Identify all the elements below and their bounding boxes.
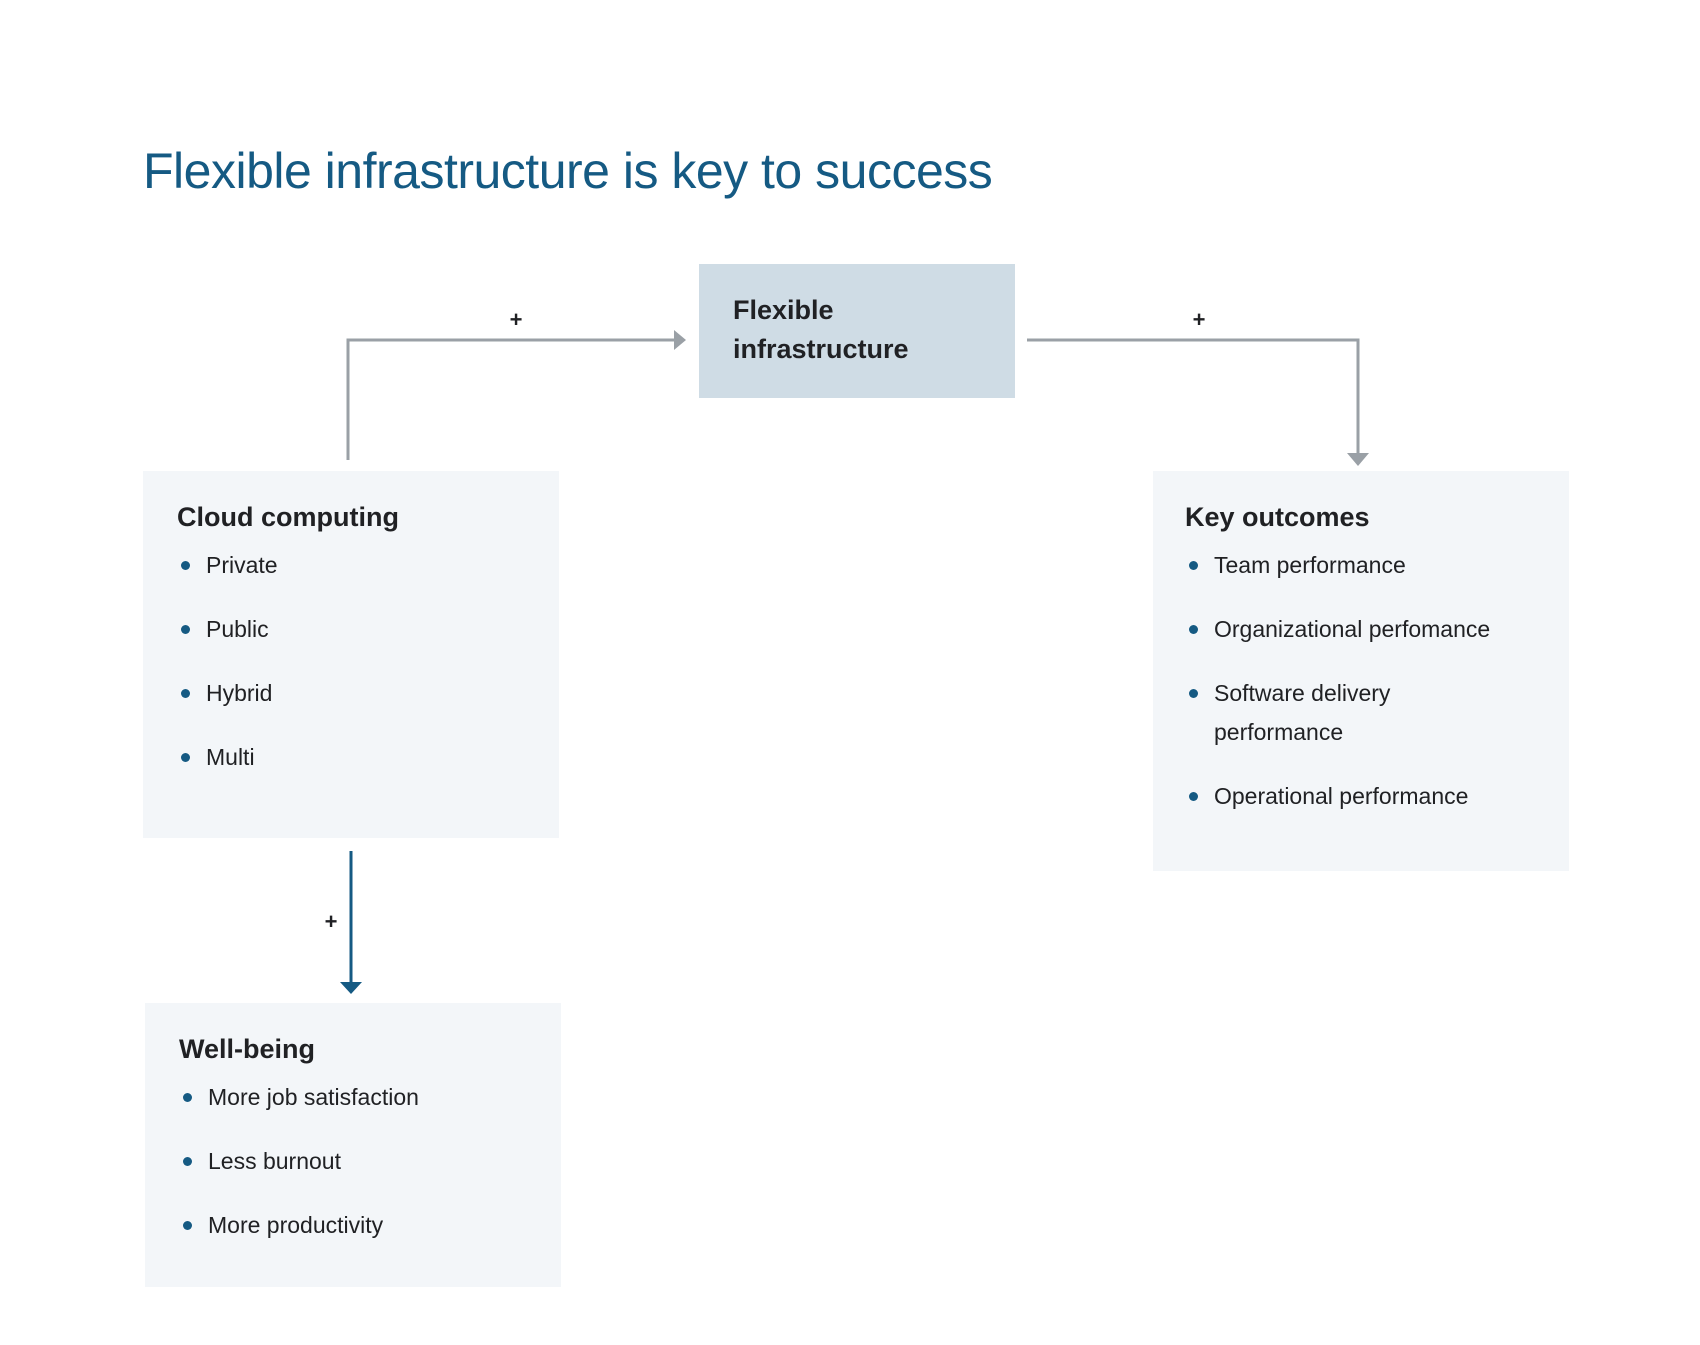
bullet-dot xyxy=(181,689,190,698)
bullet-dot xyxy=(1189,561,1198,570)
bullet-dot xyxy=(183,1221,192,1230)
bullet-dot xyxy=(181,753,190,762)
bullet-dot xyxy=(181,625,190,634)
well-being-list: More job satisfaction Less burnout More … xyxy=(179,1078,527,1245)
node-well-being-title: Well-being xyxy=(179,1034,316,1064)
node-key-outcomes-title: Key outcomes xyxy=(1185,502,1370,532)
arrow-cloud-to-infrastructure xyxy=(346,338,676,460)
arrowhead-cloud-to-infrastructure xyxy=(674,330,686,350)
arrow-infrastructure-to-outcomes xyxy=(1027,338,1360,454)
bullet-dot xyxy=(1189,792,1198,801)
cloud-computing-list: Private Public Hybrid Multi xyxy=(177,546,525,777)
edge-label-cloud-to-infrastructure: + xyxy=(509,307,523,332)
list-item: More productivity xyxy=(179,1206,527,1245)
list-item: More job satisfaction xyxy=(179,1078,527,1117)
list-item: Hybrid xyxy=(177,674,525,713)
list-item: Operational performance xyxy=(1185,777,1537,816)
node-well-being: Well-being More job satisfaction Less bu… xyxy=(145,1003,561,1287)
list-item: Public xyxy=(177,610,525,649)
list-item: Private xyxy=(177,546,525,585)
bullet-dot xyxy=(1189,625,1198,634)
edge-label-infrastructure-to-outcomes: + xyxy=(1192,307,1206,332)
list-item: Organizational perfomance xyxy=(1185,610,1537,649)
list-item: Multi xyxy=(177,738,525,777)
arrowhead-cloud-to-wellbeing xyxy=(340,982,362,994)
bullet-dot xyxy=(183,1093,192,1102)
list-item: Team performance xyxy=(1185,546,1537,585)
node-flexible-infrastructure: Flexible infrastructure xyxy=(699,264,1015,398)
bullet-dot xyxy=(181,561,190,570)
list-item: Software delivery performance xyxy=(1185,674,1444,752)
node-flexible-infrastructure-title: Flexible infrastructure xyxy=(733,295,909,364)
bullet-dot xyxy=(1189,689,1198,698)
node-key-outcomes: Key outcomes Team performance Organizati… xyxy=(1153,471,1569,871)
edge-label-cloud-to-wellbeing: + xyxy=(324,909,338,934)
key-outcomes-list: Team performance Organizational perfoman… xyxy=(1185,546,1537,816)
diagram-title: Flexible infrastructure is key to succes… xyxy=(143,143,993,199)
bullet-dot xyxy=(183,1157,192,1166)
arrowhead-infrastructure-to-outcomes xyxy=(1347,453,1369,466)
node-cloud-computing-title: Cloud computing xyxy=(177,502,399,532)
list-item: Less burnout xyxy=(179,1142,527,1181)
node-cloud-computing: Cloud computing Private Public Hybrid Mu… xyxy=(143,471,559,838)
